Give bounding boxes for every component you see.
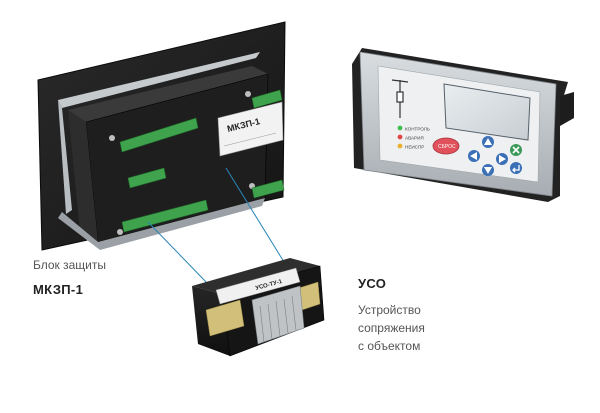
protection-unit-rear: МКЗП-1 xyxy=(37,21,286,251)
uso-title: УСО xyxy=(358,276,387,291)
uso-caption: УСО Устройство сопряжения с объектом xyxy=(358,276,425,355)
led-control xyxy=(397,125,403,131)
screw xyxy=(117,229,123,235)
arrow-up-icon xyxy=(484,138,492,145)
mimic-diagram xyxy=(391,79,409,118)
mkzp-label-plate: МКЗП-1 xyxy=(217,101,284,157)
close-icon xyxy=(512,146,520,154)
terminal-block-mid xyxy=(127,167,167,189)
led-label-fault: НЕИСПР xyxy=(405,145,424,150)
uso-desc-line1: Устройство xyxy=(358,303,421,317)
lcd-display xyxy=(443,83,531,141)
uso-desc-line2: сопряжения xyxy=(358,321,425,335)
connection-lines xyxy=(147,167,285,285)
arrow-left-icon xyxy=(470,152,477,160)
uso-desc-line3: с объектом xyxy=(358,339,421,353)
terminal-block-right-top xyxy=(251,89,283,109)
protection-unit-subtitle: Блок защиты xyxy=(33,258,107,272)
protection-unit-front: КОНТРОЛЬ АВАРИЯ НЕИСПР СБРОС xyxy=(352,48,574,202)
screw xyxy=(109,135,115,141)
led-alarm xyxy=(397,134,403,140)
terminal-block-top xyxy=(119,117,199,153)
arrow-down-icon xyxy=(484,167,492,174)
nav-keypad xyxy=(468,136,522,176)
reset-button-label: СБРОС xyxy=(438,144,456,150)
enter-icon xyxy=(512,165,520,173)
terminal-block-right-bottom xyxy=(251,179,285,199)
led-fault xyxy=(397,143,403,149)
led-label-control: КОНТРОЛЬ xyxy=(405,127,430,132)
led-label-alarm: АВАРИЯ xyxy=(405,136,424,141)
arrow-right-icon xyxy=(499,155,506,163)
uso-terminal-block xyxy=(251,285,305,345)
led-group: КОНТРОЛЬ АВАРИЯ НЕИСПР xyxy=(397,125,430,150)
screw xyxy=(245,91,251,97)
protection-unit-title: МКЗП-1 xyxy=(33,282,84,297)
enter-button[interactable] xyxy=(510,162,522,174)
uso-module: УСО-ТУ-1 xyxy=(192,258,325,357)
protection-unit-caption: Блок защиты МКЗП-1 xyxy=(33,256,106,297)
uso-label-plate xyxy=(215,267,301,305)
reset-button[interactable]: СБРОС xyxy=(432,137,460,155)
terminal-block-bottom xyxy=(121,199,209,233)
